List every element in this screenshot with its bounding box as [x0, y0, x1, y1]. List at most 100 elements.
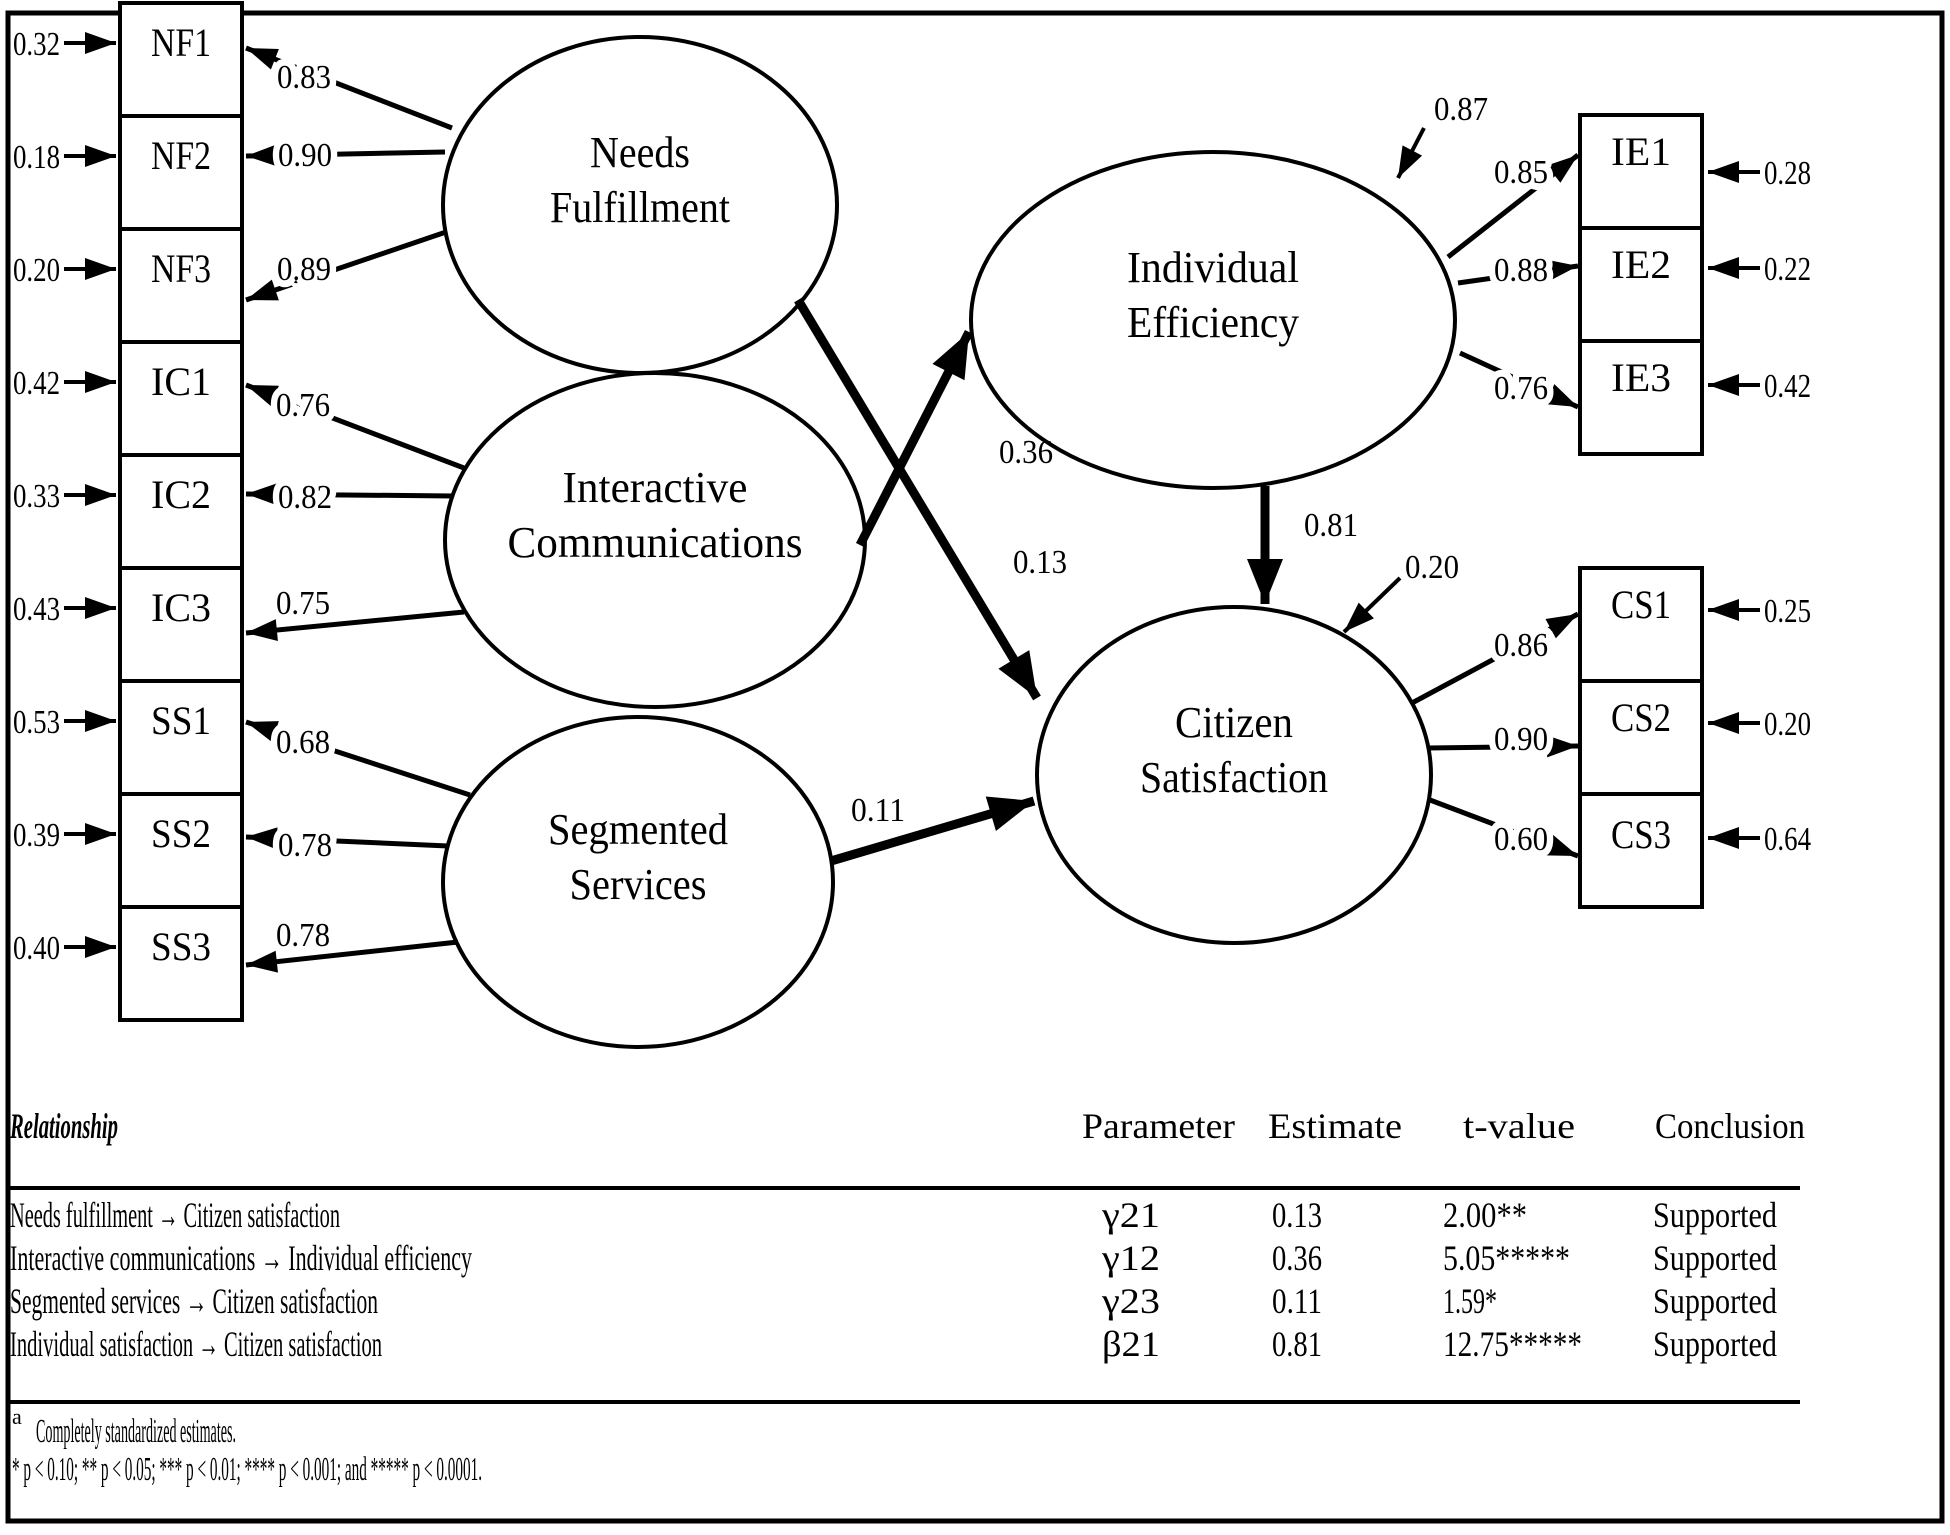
- individual-efficiency-label-line2: Efficiency: [1127, 298, 1299, 347]
- error-value: 0.22: [1764, 251, 1811, 288]
- indicator-label: SS1: [151, 698, 211, 743]
- loading-line-cs2: [1427, 735, 1579, 758]
- loading-line-nf2: [245, 144, 446, 167]
- table-cell-conclusion: Supported: [1653, 1281, 1777, 1321]
- interactive-communications-label-line2: Communications: [508, 518, 803, 567]
- path-ic-to-ie-arrow: [855, 329, 974, 548]
- indicator-label: NF3: [151, 246, 211, 291]
- left-error-terms: 0.32 0.18 0.20 0.42 0.33 0.43 0.53 0.39 …: [13, 26, 116, 967]
- table-header-estimate: Estimate: [1268, 1106, 1402, 1146]
- loading-line-cs1: [1410, 611, 1580, 706]
- loading-value: 0.75: [276, 585, 330, 622]
- indicator-box: [1578, 566, 1704, 683]
- error-value: 0.20: [13, 252, 60, 289]
- loading-line-ss2: [245, 827, 449, 850]
- error-value: 0.42: [13, 365, 60, 402]
- indicator-label: SS2: [151, 811, 211, 856]
- table-header-relationship: Relationship: [9, 1106, 118, 1146]
- table-cell-parameter: γ23: [1101, 1281, 1160, 1321]
- indicator-label: NF1: [151, 20, 211, 65]
- loading-line-ic2: [245, 483, 454, 506]
- indicator-label: SS3: [151, 924, 211, 969]
- ie-indicator-loadings: 0.85 0.88 0.76: [1446, 147, 1580, 414]
- path-ie-to-cs-coefficient: 0.81: [1304, 507, 1358, 544]
- indicator-label: IE2: [1611, 242, 1671, 287]
- loading-value: 0.89: [277, 251, 331, 288]
- table-cell-t-value: 2.00**: [1443, 1195, 1527, 1235]
- indicator-label: IE1: [1611, 129, 1671, 174]
- table-header-parameter: Parameter: [1082, 1106, 1235, 1146]
- cs-indicator-loadings: 0.86 0.90 0.60: [1410, 611, 1580, 865]
- loading-value: 0.90: [1494, 721, 1548, 758]
- table-cell-conclusion: Supported: [1653, 1238, 1777, 1278]
- table-cell-parameter: β21: [1102, 1324, 1160, 1364]
- indicator-box: [118, 1, 244, 118]
- error-value: 0.33: [13, 478, 60, 515]
- results-table: Relationship Parameter Estimate t-value …: [8, 1106, 1805, 1404]
- loading-value: 0.85: [1494, 154, 1548, 191]
- individual-efficiency-ellipse: [969, 150, 1457, 490]
- loading-line-ss1: [245, 719, 471, 798]
- table-cell-relationship: Segmented services → Citizen satisfactio…: [10, 1281, 378, 1321]
- loading-value: 0.83: [277, 59, 331, 96]
- loading-value: 0.82: [278, 479, 332, 516]
- path-ss-to-cs-arrow: [829, 796, 1036, 866]
- error-value: 0.53: [13, 704, 60, 741]
- error-value: 0.64: [1764, 821, 1811, 858]
- table-cell-t-value: 1.59*: [1443, 1281, 1497, 1321]
- loading-value: 0.60: [1494, 821, 1548, 858]
- loading-value: 0.86: [1494, 627, 1548, 664]
- figure-frame: [5, 10, 1945, 1524]
- latent-segmented-services: Segmented Services: [441, 715, 835, 1049]
- cs-indicator-column: CS1 CS2 CS3 0.25 0.20 0.64: [1578, 566, 1811, 909]
- ie-indicator-column: IE1 IE2 IE3 0.28 0.22 0.42: [1578, 113, 1811, 456]
- indicator-box: [118, 227, 244, 344]
- error-value: 0.28: [1764, 155, 1811, 192]
- citizen-satisfaction-label-line2: Satisfaction: [1140, 753, 1328, 802]
- error-value: 0.18: [13, 139, 60, 176]
- table-cell-estimate: 0.81: [1272, 1324, 1322, 1364]
- loading-line-nf1: [245, 45, 453, 131]
- loading-value: 0.68: [276, 724, 330, 761]
- left-indicator-column: NF1 NF2 NF3 IC1 IC2 IC3 SS1 SS2 SS3: [118, 1, 244, 1022]
- latent-interactive-communications: Interactive Communications: [443, 371, 867, 709]
- indicator-label: NF2: [151, 133, 211, 178]
- table-cell-t-value: 12.75*****: [1443, 1324, 1582, 1364]
- error-value: 0.42: [1764, 368, 1811, 405]
- path-nf-to-cs-coefficient: 0.13: [1013, 544, 1067, 581]
- error-value: 0.32: [13, 26, 60, 63]
- indicator-box: [118, 905, 244, 1022]
- table-cell-relationship: Individual satisfaction → Citizen satisf…: [10, 1324, 382, 1364]
- footnote-standardized-estimates: Completely standardized estimates.: [36, 1413, 236, 1450]
- table-cell-parameter: γ21: [1101, 1195, 1160, 1235]
- table-cell-conclusion: Supported: [1653, 1324, 1777, 1364]
- table-cell-relationship: Interactive communications → Individual …: [10, 1238, 472, 1278]
- indicator-label: IC3: [151, 585, 211, 630]
- footnotes: a Completely standardized estimates. * p…: [12, 1404, 482, 1488]
- segmented-services-ellipse: [441, 715, 835, 1049]
- error-value: 0.43: [13, 591, 60, 628]
- loading-line-ss3: [245, 939, 459, 973]
- table-cell-conclusion: Supported: [1653, 1195, 1777, 1235]
- loading-line-ie1: [1446, 153, 1580, 259]
- individual-efficiency-error-arrow: [1396, 127, 1426, 179]
- table-cell-relationship: Needs fulfillment → Citizen satisfaction: [10, 1195, 340, 1235]
- loading-line-cs3: [1429, 797, 1579, 859]
- indicator-label: CS1: [1611, 582, 1671, 627]
- segmented-services-label-line2: Services: [570, 860, 707, 909]
- indicator-box: [118, 679, 244, 796]
- latent-individual-efficiency: Individual Efficiency 0.87: [969, 91, 1488, 490]
- indicator-box: [1578, 679, 1704, 796]
- indicator-box: [1578, 339, 1704, 456]
- loading-line-ic3: [245, 609, 465, 641]
- structural-paths: 0.13 0.36 0.11 0.81: [794, 297, 1358, 866]
- segmented-services-label-line1: Segmented: [548, 805, 728, 854]
- table-cell-estimate: 0.13: [1272, 1195, 1322, 1235]
- table-cell-estimate: 0.11: [1272, 1281, 1322, 1321]
- citizen-satisfaction-ellipse: [1035, 605, 1433, 945]
- indicator-label: CS2: [1611, 695, 1671, 740]
- table-cell-estimate: 0.36: [1272, 1238, 1322, 1278]
- loading-line-ie3: [1458, 350, 1580, 410]
